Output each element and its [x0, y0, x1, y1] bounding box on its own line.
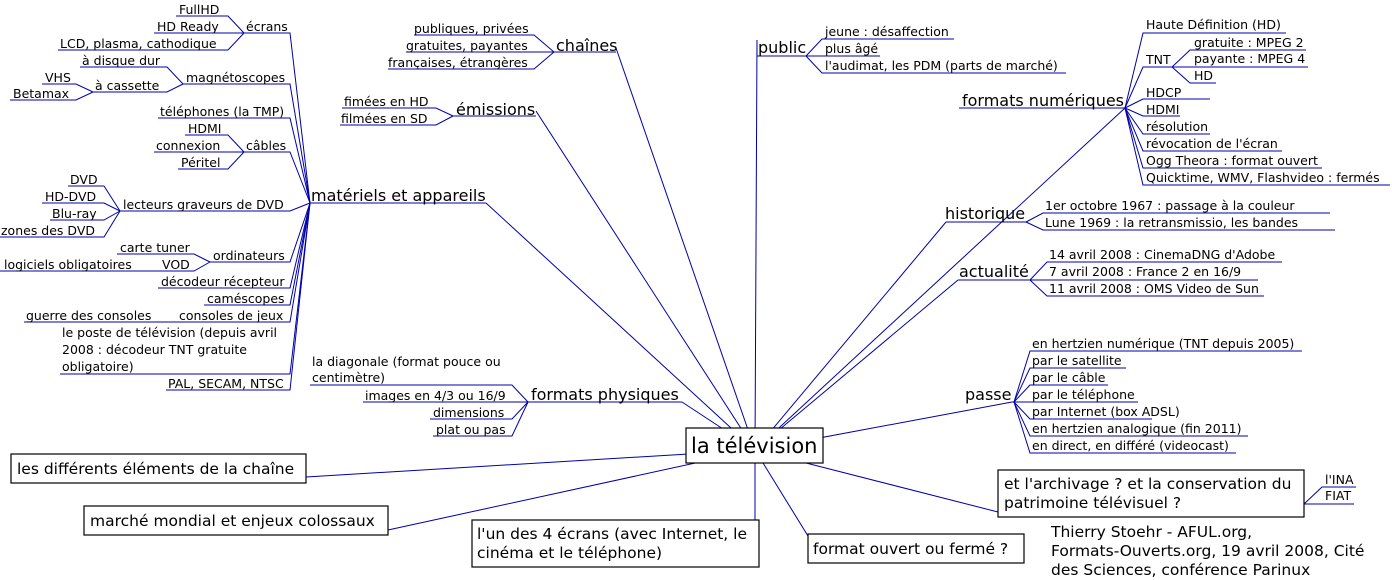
elements-box [10, 453, 307, 484]
historique-item: 1er octobre 1967 : passage à la couleur [1045, 198, 1295, 213]
credit-line: Formats-Ouverts.org, 19 avril 2008, Cité [1051, 542, 1364, 560]
formats-physiques-item: dimensions [433, 405, 504, 420]
formats-numeriques-item: HDCP [1146, 85, 1182, 100]
topic-elements: les différents éléments de la chaîne [17, 460, 294, 478]
formats-physiques-diagonale: la diagonale (format pouce ou [312, 354, 501, 369]
materiels-camescopes: caméscopes [207, 291, 285, 306]
historique-item: Lune 1969 : la retransmissio, les bandes [1045, 215, 1298, 230]
branch-formats-numeriques: formats numériques [962, 91, 1124, 110]
credit-line: Thierry Stoehr - AFUL.org, [1050, 523, 1252, 541]
ecrans-item: HD Ready [157, 19, 219, 34]
passe-item: par le câble [1032, 370, 1106, 385]
archivage-label: patrimoine télévisuel ? [1004, 494, 1181, 512]
ecrans-item: FullHD [179, 2, 219, 17]
archivage-item: FIAT [1325, 488, 1351, 503]
branch-materiels: matériels et appareils [311, 186, 486, 205]
chaines-item: gratuites, payantes [406, 38, 528, 53]
public-item: l'audimat, les PDM (parts de marché) [825, 58, 1058, 73]
formats-numeriques-tnt: TNT [1145, 52, 1171, 67]
magnetoscopes-cassette: à cassette [95, 78, 160, 93]
formats-numeriques-item: HDMI [1146, 102, 1180, 117]
cables-item: HDMI [188, 121, 222, 136]
ecrans4-box [471, 519, 760, 568]
connector-lines [0, 15, 1390, 566]
central-topic: la télévision [691, 434, 817, 458]
branch-chaines: chaînes [556, 36, 618, 55]
credit-line: des Sciences, conférence Parinux [1051, 561, 1310, 579]
materiels-lecteurs: lecteurs graveurs de DVD [123, 197, 284, 212]
formats-numeriques-item: révocation de l'écran [1146, 136, 1278, 151]
materiels-pal: PAL, SECAM, NTSC [168, 376, 284, 391]
formats-physiques-diagonale: centimètre) [312, 370, 385, 385]
materiels-telephones: téléphones (la TMP) [160, 104, 284, 119]
lecteurs-item: HD-DVD [45, 189, 96, 204]
marche-box [83, 505, 389, 536]
materiels-magnetoscopes: magnétoscopes [186, 70, 285, 85]
ecrans-item: LCD, plasma, cathodique [60, 36, 217, 51]
branch-actualite: actualité [959, 262, 1029, 281]
materiels-poste-line: 2008 : décodeur TNT gratuite [62, 342, 247, 357]
passe-item: en direct, en différé (videocast) [1032, 438, 1229, 453]
actualite-item: 14 avril 2008 : CinemaDNG d'Adobe [1049, 247, 1275, 262]
actualite-item: 11 avril 2008 : OMS Video de Sun [1049, 281, 1259, 296]
formats-physiques-item: plat ou pas [436, 422, 506, 437]
branch-historique: historique [945, 204, 1025, 223]
archivage-item: l'INA [1325, 472, 1354, 487]
passe-item: par le téléphone [1032, 387, 1135, 402]
public-item: jeune : désaffection [824, 24, 949, 39]
materiels-decodeur: décodeur récepteur [161, 274, 285, 289]
topic-format-ouvert: format ouvert ou fermé ? [813, 540, 1008, 558]
archivage-box [997, 469, 1305, 518]
tnt-item: payante : MPEG 4 [1194, 51, 1305, 66]
formats-physiques-item: images en 4/3 ou 16/9 [365, 388, 506, 403]
formats-numeriques-item: Quicktime, WMV, Flashvideo : fermés [1146, 170, 1380, 185]
formats-numeriques-item: Haute Définition (HD) [1146, 17, 1281, 32]
branch-emissions: émissions [456, 100, 535, 119]
magnetoscopes-item: à disque dur [82, 53, 161, 68]
materiels-consoles: consoles de jeux [179, 308, 283, 323]
ordinateurs-item: carte tuner [120, 240, 191, 255]
chaines-item: françaises, étrangères [388, 55, 528, 70]
chaines-item: publiques, privées [414, 21, 529, 36]
emissions-item: fimées en HD [344, 94, 429, 109]
topic-marche: marché mondial et enjeux colossaux [90, 512, 375, 530]
branch-passe: passe [965, 385, 1011, 404]
cassette-item: Betamax [13, 86, 69, 101]
cassette-item: VHS [45, 70, 71, 85]
public-item: plus âgé [825, 41, 878, 56]
passe-item: par le satellite [1032, 353, 1122, 368]
cables-item: connexion [156, 138, 220, 153]
materiels-poste-line: le poste de télévision (depuis avril [62, 325, 277, 340]
tnt-item: gratuite : MPEG 2 [1194, 35, 1304, 50]
materiels-poste-line: obligatoire) [62, 359, 134, 374]
passe-item: en hertzien analogique (fin 2011) [1032, 421, 1242, 436]
branch-public: public [758, 38, 806, 57]
materiels-cables: câbles [246, 138, 286, 153]
emissions-item: filmées en SD [341, 111, 428, 126]
materiels-ordinateurs: ordinateurs [213, 248, 285, 263]
branch-formats-physiques: formats physiques [531, 385, 679, 404]
vod-item: logiciels obligatoires [4, 257, 132, 272]
materiels-ecrans: écrans [246, 19, 288, 34]
archivage-label: et l'archivage ? et la conservation du [1004, 475, 1291, 493]
passe-item: par Internet (box ADSL) [1032, 404, 1180, 419]
central-node-box [685, 427, 824, 464]
cables-item: Péritel [181, 155, 220, 170]
formats-numeriques-item: Ogg Theora : format ouvert [1146, 153, 1318, 168]
topic-ecrans4: cinéma et le téléphone) [477, 544, 662, 562]
formats-numeriques-item: résolution [1146, 119, 1208, 134]
actualite-item: 7 avril 2008 : France 2 en 16/9 [1049, 264, 1241, 279]
topic-ecrans4: l'un des 4 écrans (avec Internet, le [477, 525, 747, 543]
passe-item: en hertzien numérique (TNT depuis 2005) [1032, 336, 1294, 351]
format-ouvert-box [807, 533, 1025, 564]
ordinateurs-item: VOD [162, 257, 190, 272]
lecteurs-item: zones des DVD [1, 223, 95, 238]
tnt-item: HD [1194, 68, 1213, 83]
lecteurs-item: Blu-ray [52, 206, 97, 221]
lecteurs-item: DVD [70, 172, 98, 187]
consoles-item: guerre des consoles [26, 308, 151, 323]
